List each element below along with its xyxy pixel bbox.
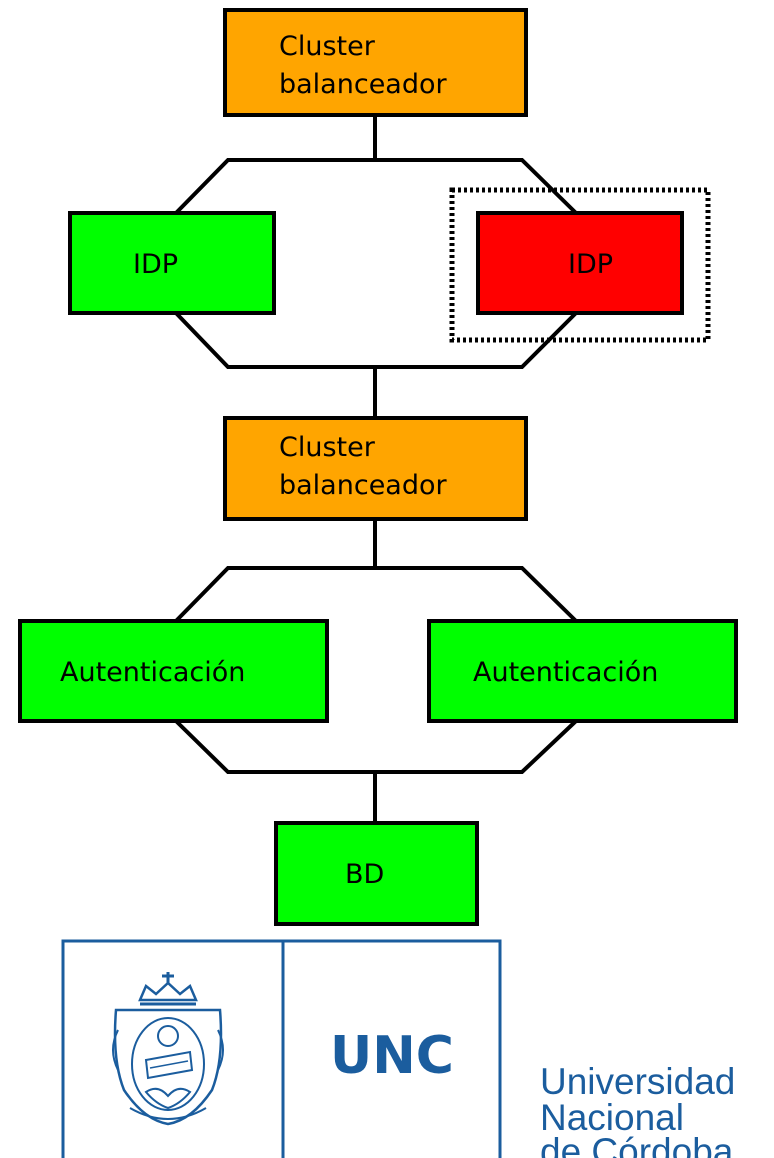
- connector-idp-split-bottom: [174, 311, 578, 369]
- auth-right: Autenticación: [427, 619, 738, 723]
- database-label: BD: [345, 859, 384, 890]
- idp-right-dotted-frame: [449, 187, 711, 343]
- unc-logo: UNC: [61, 939, 502, 1158]
- idp-right-label: IDP: [568, 249, 613, 280]
- idp-left: IDP: [68, 211, 276, 315]
- connector-auth-split-top: [174, 566, 578, 623]
- auth-left: Autenticación: [18, 619, 329, 723]
- database-box: [274, 821, 479, 926]
- top-cluster-balancer: Cluster balanceador: [223, 8, 528, 117]
- connector-auth-split-bottom: [174, 719, 578, 774]
- idp-right: IDP: [449, 187, 711, 343]
- university-name-line-1: Universidad: [540, 1061, 735, 1102]
- unc-abbreviation: UNC: [330, 1026, 454, 1086]
- connector-idp-split-top: [174, 158, 578, 215]
- university-name-line-2: Nacional: [540, 1097, 684, 1138]
- auth-right-box: [427, 619, 738, 723]
- connectors: [174, 116, 578, 823]
- top-cluster-balancer-label-2: balanceador: [279, 69, 448, 100]
- idp-right-box: [476, 211, 684, 315]
- top-cluster-balancer-box: [223, 8, 528, 117]
- auth-left-label: Autenticación: [60, 657, 245, 688]
- database-node: BD: [274, 821, 479, 926]
- mid-cluster-balancer-label-1: Cluster: [279, 432, 376, 463]
- mid-cluster-balancer: Cluster balanceador: [223, 416, 528, 521]
- idp-left-label: IDP: [133, 249, 178, 280]
- idp-left-box: [68, 211, 276, 315]
- mid-cluster-balancer-label-2: balanceador: [279, 470, 448, 501]
- auth-left-box: [18, 619, 329, 723]
- mid-cluster-balancer-box: [223, 416, 528, 521]
- university-name: Universidad Nacional de Córdoba: [540, 1061, 735, 1158]
- university-seal-icon: [112, 972, 224, 1126]
- university-name-line-3: de Córdoba: [540, 1131, 734, 1158]
- top-cluster-balancer-label-1: Cluster: [279, 31, 376, 62]
- auth-right-label: Autenticación: [473, 657, 658, 688]
